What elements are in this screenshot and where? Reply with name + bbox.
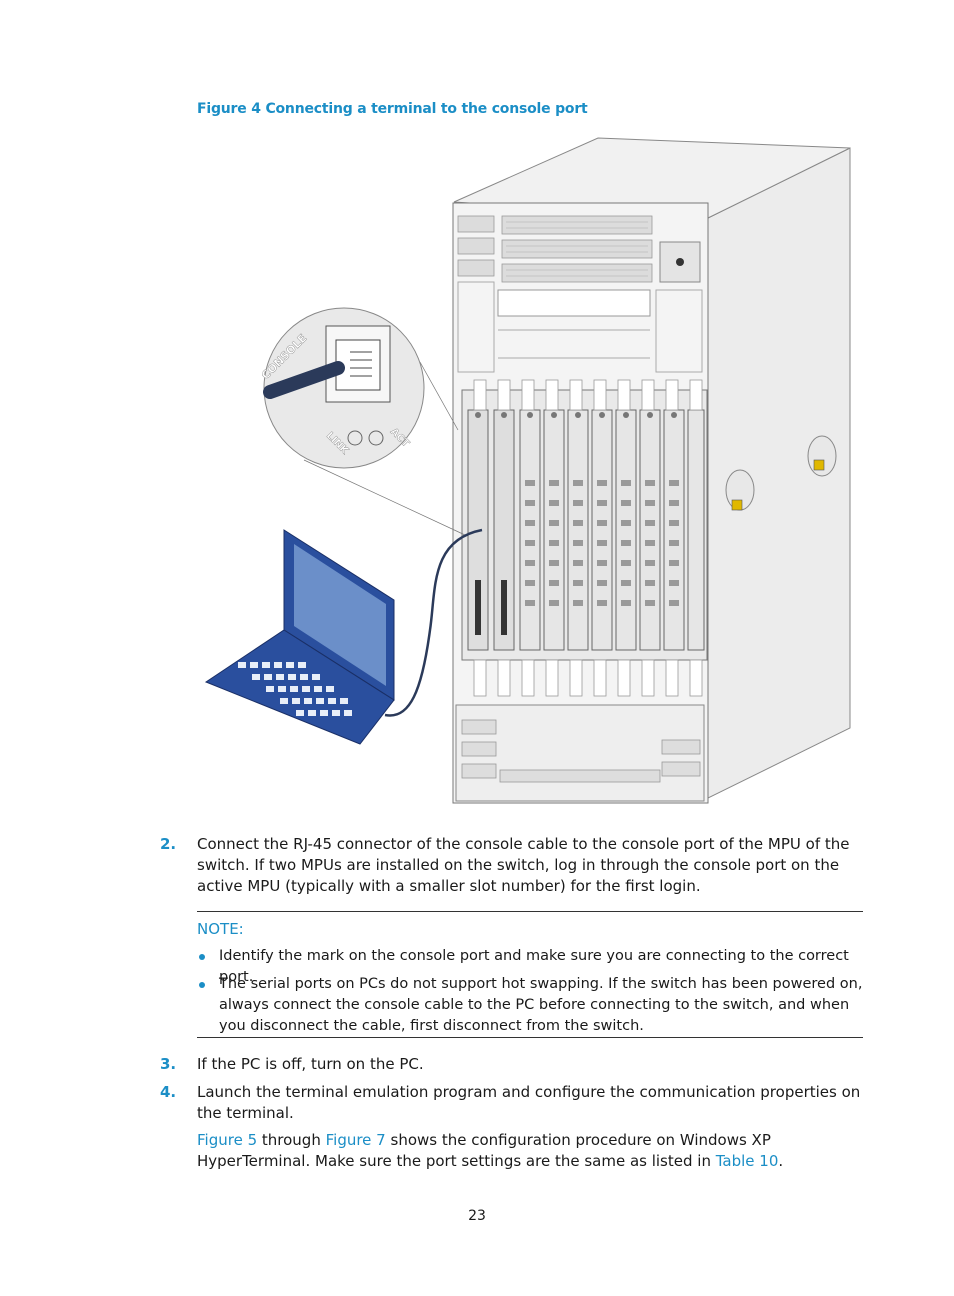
followup-paragraph: Figure 5 through Figure 7 shows the conf…	[160, 1130, 870, 1174]
step-number: 3.	[160, 1055, 177, 1073]
note-item-text: Identify the mark on the console port an…	[219, 948, 849, 985]
step-text: Launch the terminal emulation program an…	[197, 1083, 861, 1122]
link-led	[347, 430, 363, 446]
card-ejectors	[475, 412, 677, 418]
step-4: 4. Launch the terminal emulation program…	[160, 1082, 870, 1126]
lock-knob	[676, 258, 684, 266]
note-title: NOTE:	[197, 920, 244, 938]
figure-5-link[interactable]: Figure 5	[197, 1131, 258, 1149]
switch-console-figure: CONSOLE LINK ACT	[200, 130, 870, 810]
bullet-icon	[199, 954, 205, 960]
step-3: 3. If the PC is off, turn on the PC.	[160, 1054, 870, 1076]
connector-pins	[350, 351, 372, 377]
step-text: Connect the RJ-45 connector of the conso…	[197, 835, 850, 895]
zoom-lines	[303, 361, 466, 536]
card-ports	[525, 480, 679, 606]
console-cable	[384, 528, 483, 717]
step-number: 4.	[160, 1083, 177, 1101]
laptop-screen	[294, 544, 386, 686]
note-box	[197, 911, 863, 1038]
bottom-vents	[461, 719, 701, 783]
side-handles	[725, 435, 837, 511]
figure-caption: Figure 4 Connecting a terminal to the co…	[197, 101, 588, 117]
page-number: 23	[468, 1208, 486, 1224]
note-item-text: The serial ports on PCs do not support h…	[219, 976, 863, 1034]
label-plate	[497, 289, 651, 317]
laptop-keyboard	[238, 662, 352, 716]
followup-text-3: .	[778, 1152, 784, 1170]
figure-illustration: CONSOLE LINK ACT	[204, 137, 851, 804]
followup-text: Figure 5 through Figure 7 shows the conf…	[197, 1130, 867, 1172]
followup-text-1: through	[257, 1131, 326, 1149]
bullet-icon	[199, 982, 205, 988]
followup-text-2: shows the configuration procedure on Win…	[197, 1131, 771, 1170]
note-item: Identify the mark on the console port an…	[197, 946, 867, 985]
vent-lines	[506, 221, 648, 277]
step-text: If the PC is off, turn on the PC.	[197, 1055, 424, 1073]
step-2: 2. Connect the RJ-45 connector of the co…	[160, 834, 870, 900]
air-fins	[473, 379, 703, 697]
act-led	[368, 430, 384, 446]
front-panels	[457, 281, 703, 373]
console-cable-end	[263, 361, 345, 399]
top-vents	[457, 215, 653, 283]
figure-7-link[interactable]: Figure 7	[325, 1131, 386, 1149]
mpu-handles	[475, 580, 507, 635]
table-10-link[interactable]: Table 10	[715, 1152, 779, 1170]
step-number: 2.	[160, 835, 177, 853]
note-item: The serial ports on PCs do not support h…	[197, 974, 867, 1038]
